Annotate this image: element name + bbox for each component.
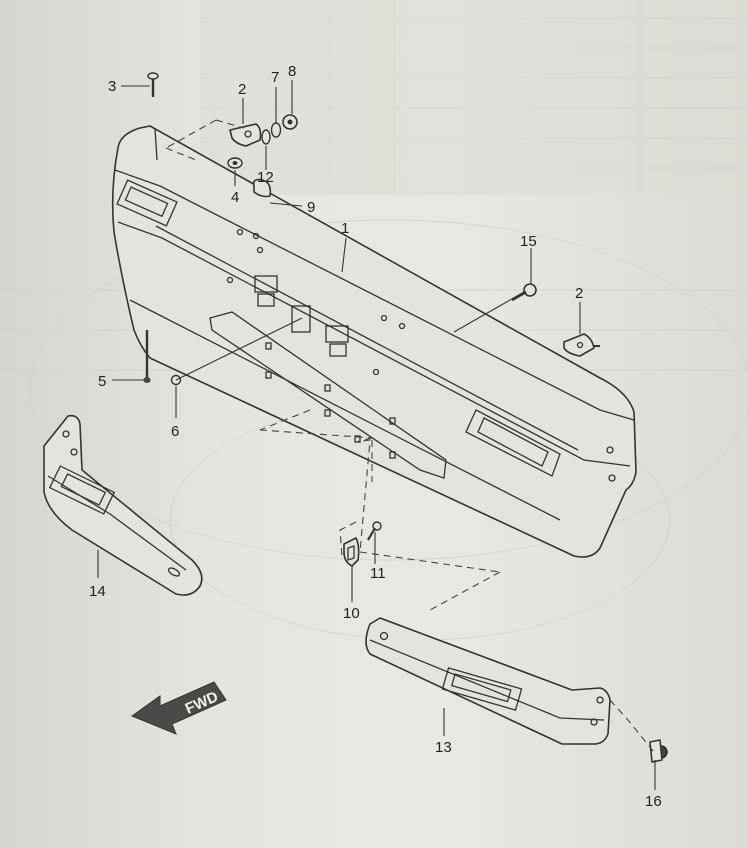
part-label-14: 14 — [89, 583, 106, 600]
part-label-16: 16 — [645, 793, 662, 810]
part-label-11: 11 — [370, 565, 386, 582]
part-label-13: 13 — [435, 739, 452, 756]
part-label-8: 8 — [288, 63, 296, 80]
part-16-clip — [649, 739, 668, 763]
part-4-nut — [227, 157, 243, 169]
part-12-washer — [261, 129, 271, 145]
part-2-bracket-right — [563, 333, 600, 357]
part-2-bracket-top — [229, 123, 262, 147]
part-label-4: 4 — [231, 189, 239, 206]
part-8-nut — [282, 114, 298, 130]
part-label-9: 9 — [307, 199, 315, 216]
part-3-bolt — [147, 72, 159, 97]
part-label-6: 6 — [171, 423, 179, 440]
part-labels: 3 2 7 8 12 4 9 1 15 2 5 6 11 10 14 13 16 — [89, 63, 662, 810]
part-15-screw — [511, 283, 537, 302]
part-1-bumper — [111, 125, 637, 558]
part-14-bumper-side-left — [43, 414, 203, 596]
part-label-10: 10 — [343, 605, 360, 622]
part-label-2-top: 2 — [238, 81, 246, 98]
part-7-washer — [270, 122, 282, 138]
part-label-12: 12 — [257, 169, 274, 186]
part-label-2-right: 2 — [575, 285, 583, 302]
part-5-bolt — [143, 330, 151, 383]
part-label-7: 7 — [271, 69, 279, 86]
part-13-bumper-side-right — [365, 617, 611, 745]
assembly-lines — [165, 119, 655, 753]
fwd-arrow: FWD — [130, 681, 227, 735]
part-label-5: 5 — [98, 373, 106, 390]
part-label-3: 3 — [108, 78, 116, 95]
part-label-15: 15 — [520, 233, 537, 250]
part-10-plate — [343, 537, 360, 567]
part-label-1: 1 — [341, 220, 349, 237]
leader-lines — [97, 80, 656, 790]
part-11-screw — [367, 521, 382, 541]
part-9-clip — [252, 178, 272, 198]
fwd-label: FWD — [183, 688, 221, 717]
